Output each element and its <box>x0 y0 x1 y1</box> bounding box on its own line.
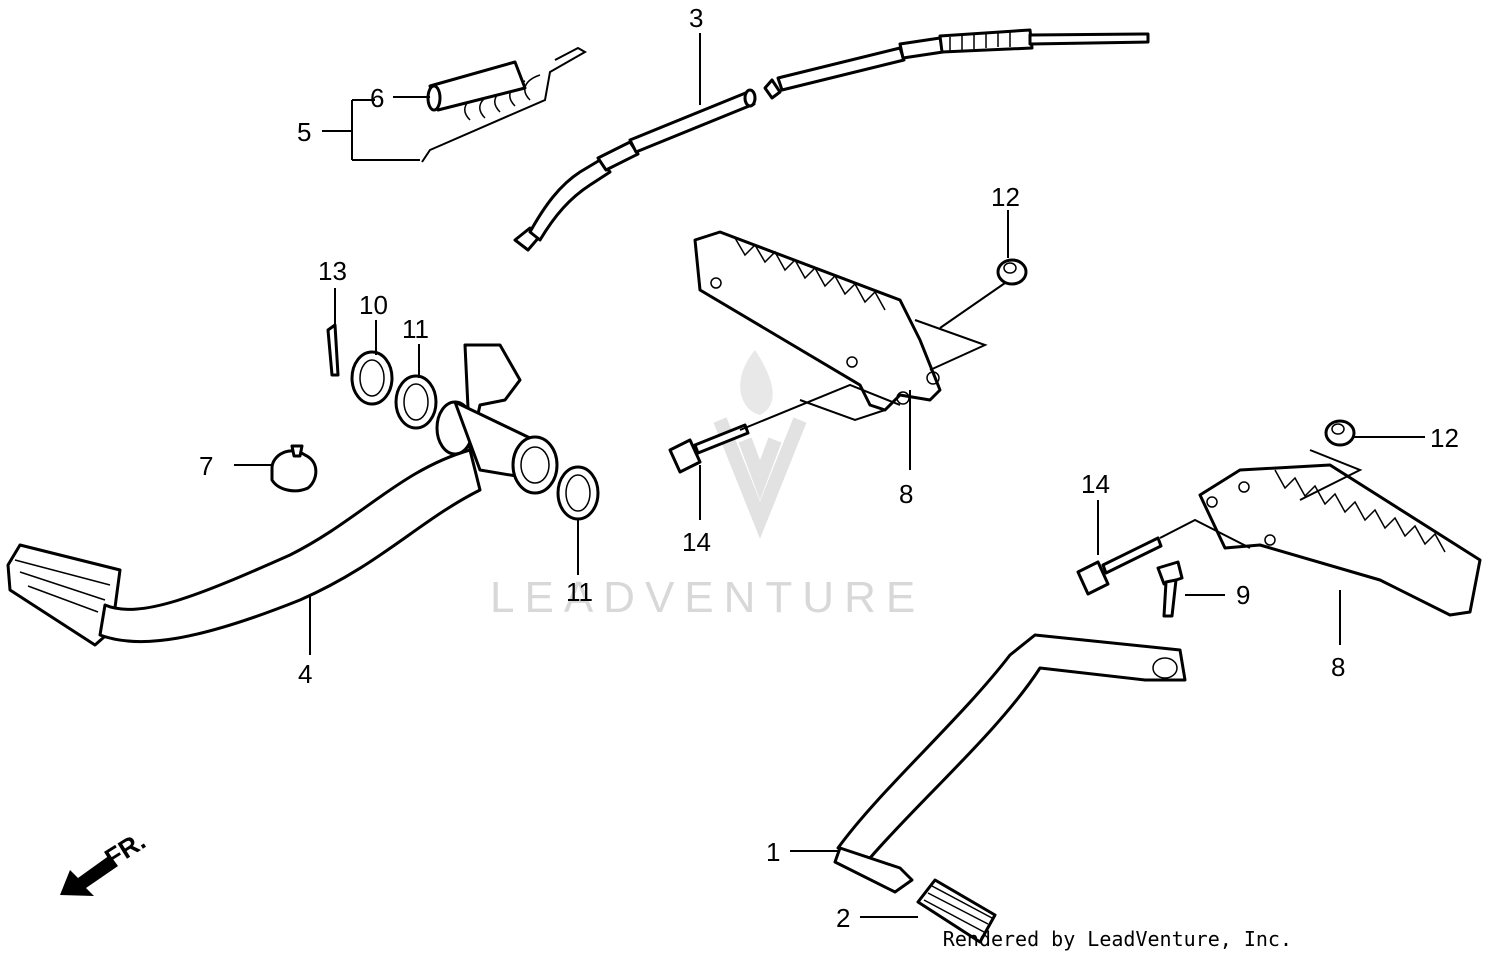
nut-12-upper <box>996 258 1028 286</box>
brake-spring <box>421 46 588 163</box>
callout-11-lower: 11 <box>566 577 593 607</box>
watermark-text: LEADVENTURE <box>490 573 925 622</box>
callout-8-upper: 8 <box>899 479 913 509</box>
credit-text: Rendered by LeadVenture, Inc. <box>942 927 1292 951</box>
step-upper <box>693 230 942 412</box>
callout-8-lower: 8 <box>1331 652 1345 682</box>
brake-pedal <box>6 343 559 647</box>
front-direction-indicator: FR. <box>60 825 151 896</box>
brake-cable <box>513 28 1150 252</box>
oil-seal-11-lower <box>556 465 600 521</box>
leader-lines <box>234 33 1425 918</box>
cotter-pin <box>326 323 340 377</box>
callout-4: 4 <box>298 659 312 689</box>
watermark: LEADVENTURE <box>490 350 925 622</box>
callout-6: 6 <box>370 83 384 113</box>
callout-11-upper: 11 <box>402 314 429 344</box>
callout-3: 3 <box>689 3 703 33</box>
callouts: 3 6 5 13 10 11 7 4 11 12 8 14 12 14 9 8 … <box>199 3 1459 933</box>
callout-9: 9 <box>1236 580 1250 610</box>
nut-12-lower <box>1324 419 1356 447</box>
callout-2: 2 <box>836 903 850 933</box>
oil-seal-11-upper <box>394 374 438 430</box>
step-lower <box>1198 463 1482 617</box>
washer-10 <box>350 350 394 406</box>
bolt-9 <box>1156 560 1184 618</box>
callout-13: 13 <box>318 256 347 286</box>
callout-12-upper: 12 <box>991 182 1020 212</box>
callout-14-upper: 14 <box>682 527 711 557</box>
callout-10: 10 <box>359 290 388 320</box>
callout-14-lower: 14 <box>1081 469 1110 499</box>
grease-fitting <box>270 444 318 493</box>
callout-1: 1 <box>766 837 780 867</box>
bolt-14-upper <box>668 423 750 474</box>
change-pedal-rubber <box>916 878 997 944</box>
arrow-icon <box>60 855 118 896</box>
callout-12-lower: 12 <box>1430 423 1459 453</box>
callout-5: 5 <box>297 117 311 147</box>
bolt-14-lower <box>1076 536 1163 596</box>
change-pedal <box>833 633 1187 894</box>
callout-7: 7 <box>199 451 213 481</box>
